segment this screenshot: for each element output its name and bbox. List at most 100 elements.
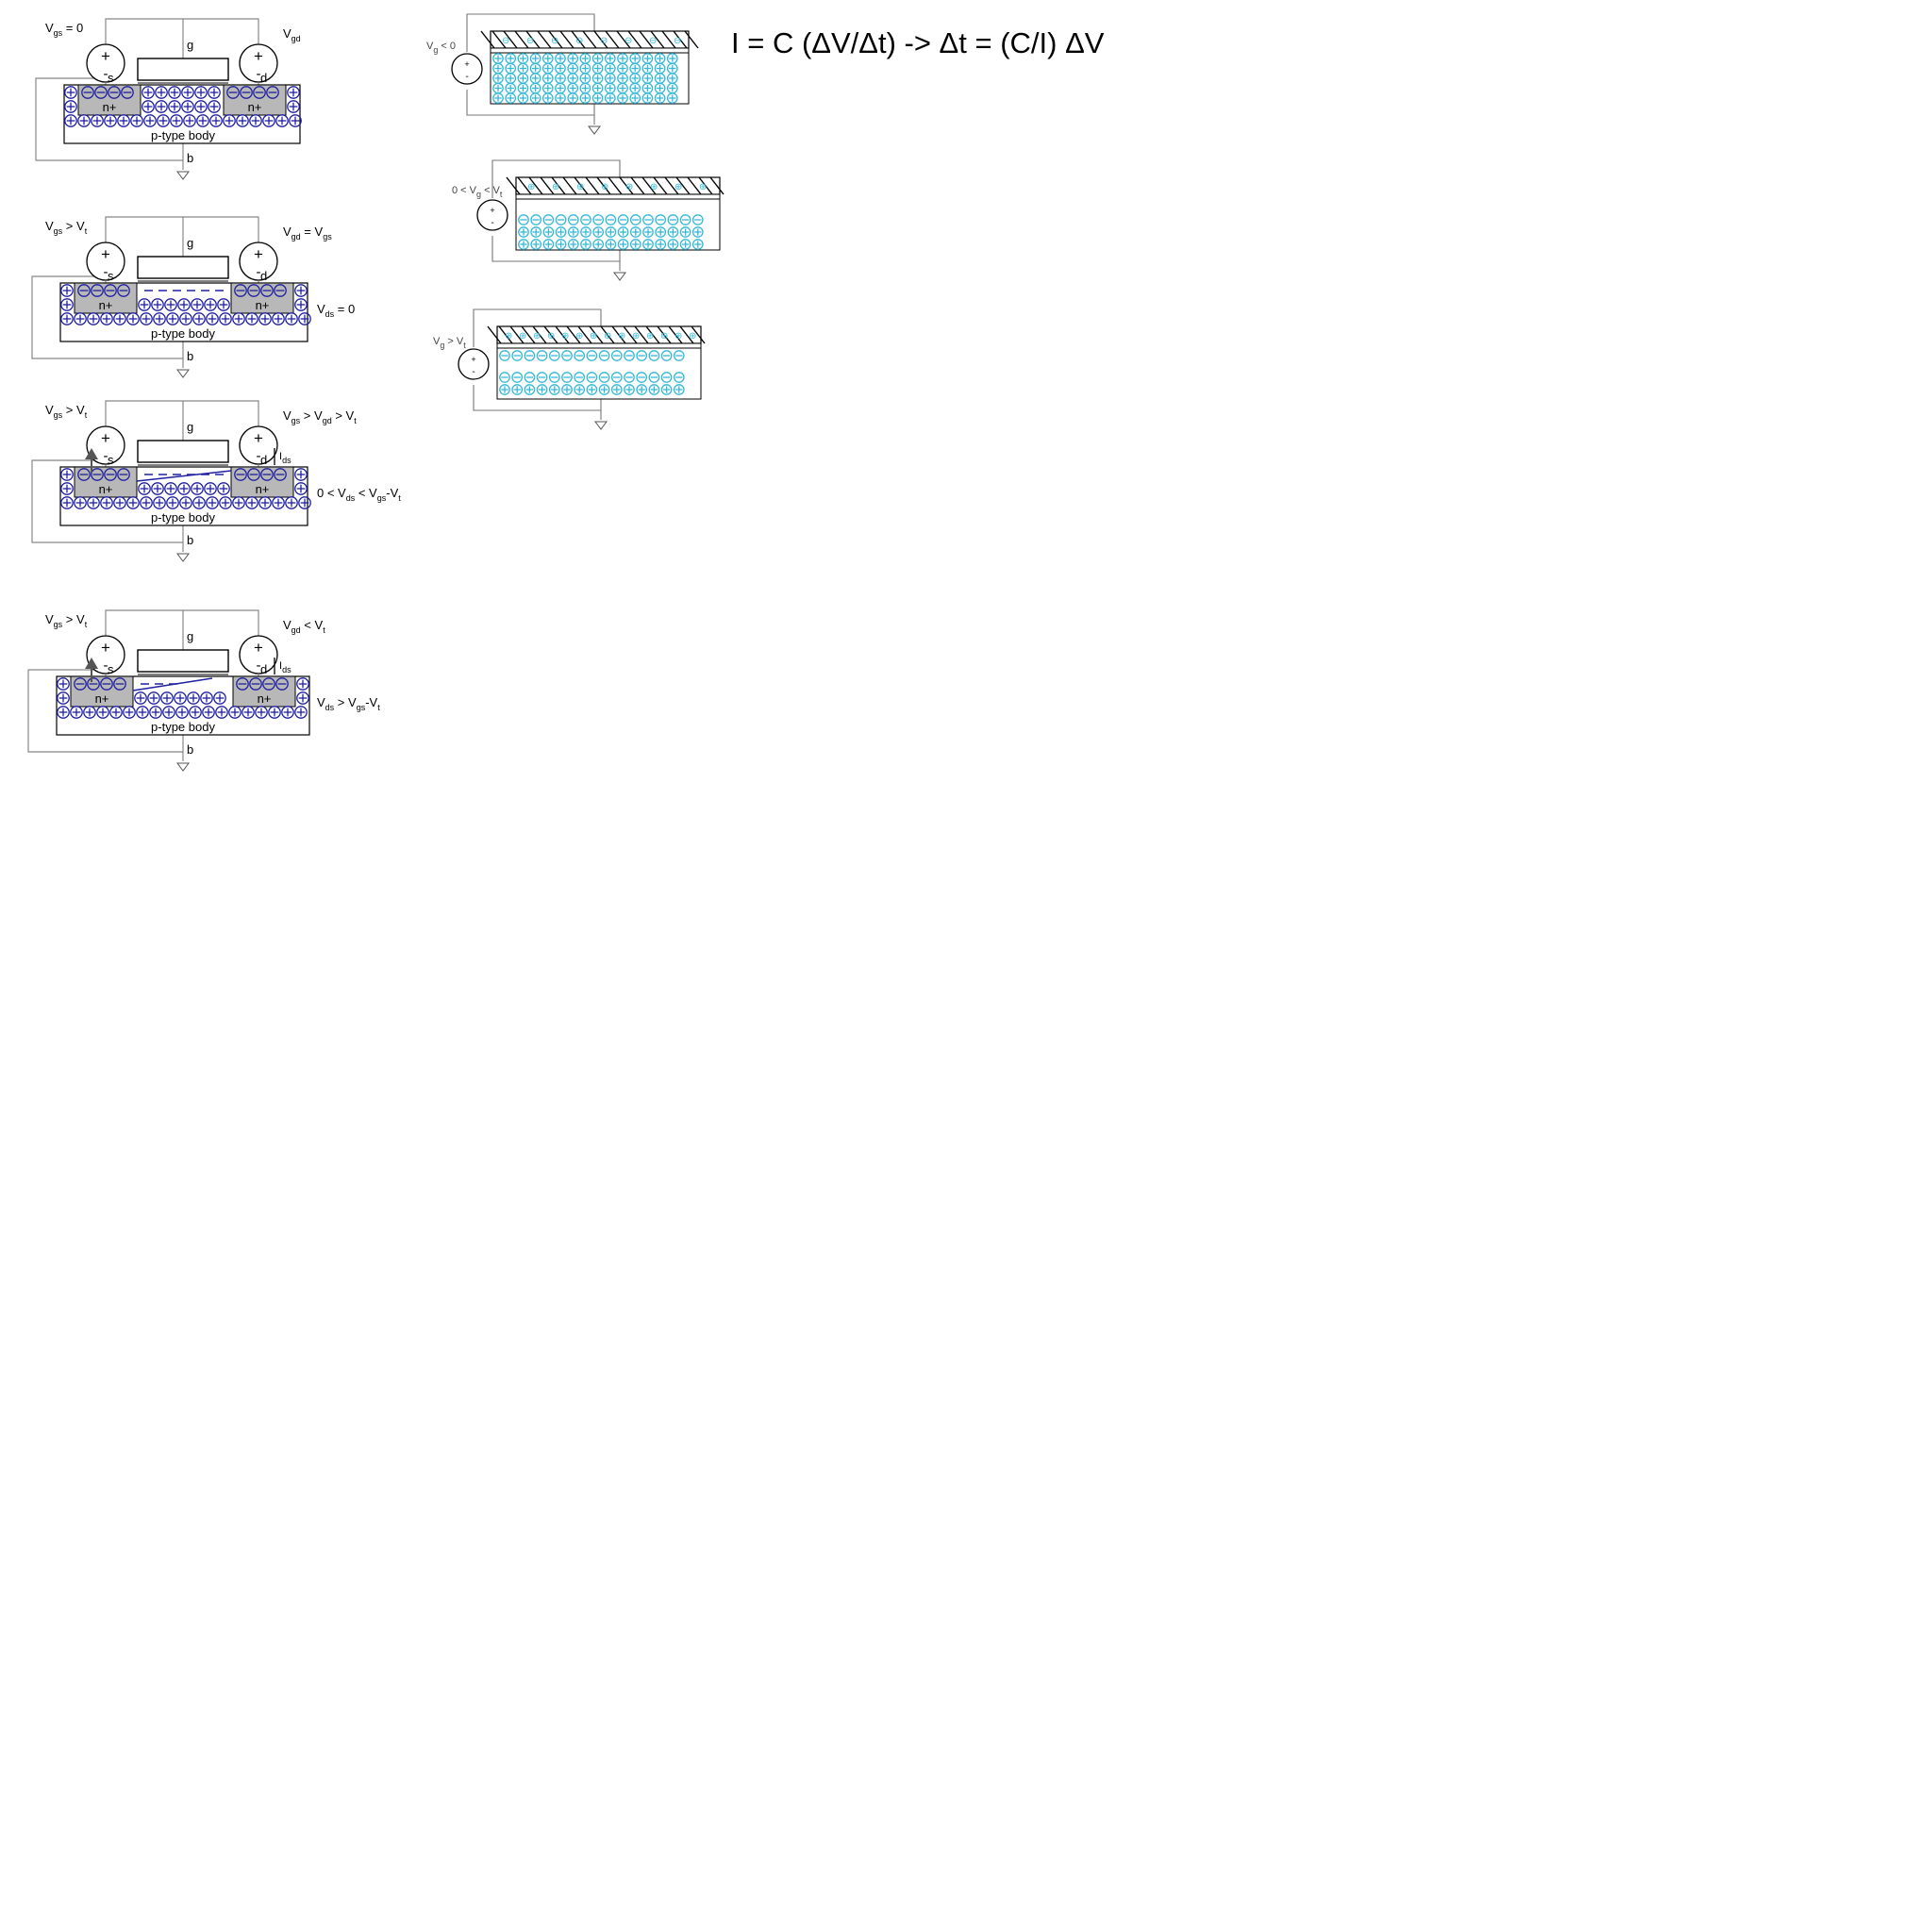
hole-symbol	[285, 312, 298, 325]
electron-symbol	[598, 350, 610, 361]
electron-symbol	[234, 468, 247, 481]
electron-symbol	[586, 372, 598, 383]
gate-electrode	[137, 649, 229, 673]
gate-charge: ⊕	[632, 331, 640, 341]
electron-symbol	[524, 372, 536, 383]
electron-symbol	[87, 677, 100, 691]
hole-symbol	[679, 239, 691, 250]
mos-capacitor-panels: +-⊖⊖⊖⊖⊖⊖⊖⊖Vg < 0+-⊕⊕⊕⊕⊕⊕⊕⊕0 < Vg < Vt+-⊕…	[426, 13, 724, 430]
electron-symbol	[511, 350, 524, 361]
gate-charge: ⊕	[675, 331, 682, 341]
hole-symbol	[530, 226, 542, 238]
hole-symbol	[181, 86, 194, 99]
electron-symbol	[104, 468, 117, 481]
hole-symbol	[629, 92, 641, 104]
hole-symbol	[666, 92, 678, 104]
drain-nplus-label: n+	[256, 482, 270, 496]
electron-symbol	[249, 677, 262, 691]
electron-symbol	[605, 214, 617, 225]
hole-symbol	[648, 384, 660, 395]
hole-symbol	[142, 86, 155, 99]
hole-symbol	[189, 706, 202, 719]
hole-symbol	[194, 86, 208, 99]
vgs-label: Vgs > Vt	[45, 219, 88, 236]
vgs-label: Vgs > Vt	[45, 403, 88, 420]
hole-symbol	[580, 239, 591, 250]
electron-symbol	[624, 372, 635, 383]
gate-wire	[105, 400, 259, 432]
mos-capacitor-3: +-⊕⊕⊕⊕⊕⊕⊕⊕⊕⊕⊕⊕⊕⊕Vg > Vt	[433, 308, 706, 430]
hole-symbol	[74, 312, 87, 325]
hole-symbol	[287, 86, 300, 99]
hole-symbol	[541, 92, 554, 104]
hole-symbol	[113, 312, 126, 325]
hole-symbol	[272, 496, 285, 509]
gate-charge: ⊕	[533, 331, 541, 341]
hole-symbol	[541, 53, 554, 64]
hole-symbol	[629, 226, 641, 238]
hole-symbol	[272, 312, 285, 325]
electron-symbol	[660, 372, 673, 383]
current-arrow-head	[85, 658, 98, 669]
hole-symbol	[157, 114, 170, 127]
hole-symbol	[567, 226, 579, 238]
vds-label: 0 < Vds < Vgs-Vt	[317, 486, 401, 503]
gate-charge: ⊕	[660, 331, 668, 341]
hole-symbol	[667, 239, 679, 250]
hole-symbol	[580, 226, 591, 238]
source-label: s	[108, 269, 114, 283]
hole-symbol	[175, 706, 189, 719]
plus-sign: +	[254, 245, 263, 263]
hole-symbol	[204, 482, 217, 495]
minus-sign: -	[257, 66, 261, 82]
hole-symbol	[542, 239, 555, 250]
vgd-label: Vgd < Vt	[283, 618, 325, 635]
gate-wire	[105, 216, 259, 248]
electron-symbol	[691, 214, 704, 225]
electron-symbol	[260, 468, 274, 481]
gate-charge: ⊕	[625, 182, 633, 192]
gate-charge: ⊕	[590, 331, 597, 341]
ground-symbol	[176, 369, 190, 378]
hole-symbol	[275, 114, 289, 127]
vgd-source: +-	[239, 242, 278, 281]
hole-symbol	[166, 496, 179, 509]
gate-label: g	[187, 629, 193, 643]
hole-symbol	[296, 677, 309, 691]
electron-symbol	[91, 468, 104, 481]
hole-symbol	[617, 53, 628, 64]
hole-symbol	[524, 384, 536, 395]
gate-electrode	[137, 256, 229, 279]
hatched-gate	[506, 176, 724, 195]
hole-symbol	[117, 114, 130, 127]
gate-voltage-source: +-	[476, 199, 508, 231]
hole-symbol	[74, 496, 87, 509]
electron-symbol	[636, 372, 648, 383]
hole-symbol	[179, 312, 192, 325]
hole-symbol	[217, 482, 230, 495]
hole-symbol	[505, 92, 517, 104]
electron-symbol	[117, 468, 130, 481]
electron-symbol	[580, 214, 591, 225]
gate-charge: ⊖	[502, 36, 509, 46]
gate-voltage-source: +-	[458, 348, 490, 380]
hole-symbol	[153, 496, 166, 509]
hole-symbol	[170, 114, 183, 127]
ground-symbol	[613, 272, 626, 281]
minus-sign: -	[257, 448, 261, 464]
hole-symbol	[281, 706, 294, 719]
minus-sign: -	[104, 66, 108, 82]
hole-symbol	[536, 384, 548, 395]
gate-charge: ⊕	[576, 182, 584, 192]
hole-symbol	[604, 53, 616, 64]
hole-symbol	[610, 384, 623, 395]
hole-symbol	[691, 226, 704, 238]
hole-symbol	[605, 239, 617, 250]
gate-label: g	[187, 236, 193, 250]
body-terminal-label: b	[187, 151, 193, 165]
gate-wire	[491, 159, 621, 198]
gate-charge: ⊕	[699, 182, 707, 192]
hole-symbol	[518, 226, 529, 238]
